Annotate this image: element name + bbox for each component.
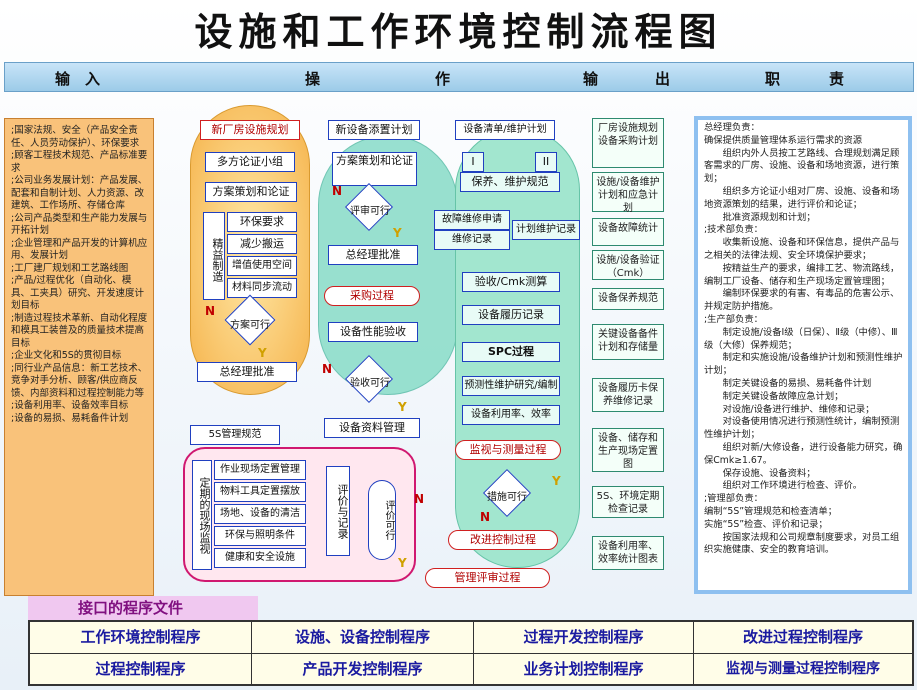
repair-record-box: 维修记录 bbox=[434, 230, 510, 250]
header-op-2: 作 bbox=[435, 70, 451, 88]
level-ii-box: II bbox=[535, 152, 557, 172]
header-duty-1: 职 bbox=[765, 70, 781, 88]
column-header-bar: 输 入 操 作 输 出 职 责 bbox=[4, 62, 914, 92]
output-doc-7: 设备履历卡保养维修记录 bbox=[592, 378, 664, 412]
review-feasible-label: 评审可行 bbox=[350, 206, 390, 217]
evaluation-feasible-decision: 评价可行 bbox=[368, 480, 396, 560]
lean-item-4: 材料同步流动 bbox=[227, 278, 297, 298]
5s-spec-box: 5S管理规范 bbox=[190, 425, 280, 445]
yes-label: Y bbox=[398, 556, 407, 570]
procedure-cell: 过程开发控制程序 bbox=[474, 622, 694, 654]
purchase-process-box: 采购过程 bbox=[324, 286, 420, 306]
output-doc-6: 关键设备备件计划和存储量 bbox=[592, 324, 664, 360]
procedure-cell: 业务计划控制程序 bbox=[474, 654, 694, 684]
lean-item-1: 环保要求 bbox=[227, 212, 297, 232]
no-label: N bbox=[332, 184, 343, 198]
procedure-cell: 过程控制程序 bbox=[30, 654, 252, 684]
output-doc-8: 设备、储存和生产现场定置图 bbox=[592, 428, 664, 472]
acceptance-feasible-label: 验收可行 bbox=[350, 378, 390, 389]
new-plant-planning-box: 新厂房设施规划 bbox=[200, 120, 300, 140]
no-label: N bbox=[322, 362, 333, 376]
equipment-list-plan-box: 设备清单/维护计划 bbox=[455, 120, 555, 140]
inputs-panel: ;国家法规、安全（产品安全责任、人员劳动保护）、环保要求 ;顾客工程技术规范、产… bbox=[4, 118, 154, 596]
procedure-cell: 工作环境控制程序 bbox=[30, 622, 252, 654]
no-label: N bbox=[414, 492, 425, 506]
header-out-1: 输 bbox=[583, 70, 599, 88]
equipment-records-box: 设备资料管理 bbox=[324, 418, 420, 438]
equipment-history-box: 设备履历记录 bbox=[462, 305, 560, 325]
5s-item-4: 环保与照明条件 bbox=[214, 526, 306, 546]
maintenance-spec-box: 保养、维护规范 bbox=[460, 172, 560, 192]
header-input: 输 入 bbox=[55, 70, 101, 88]
periodic-monitoring-box: 定期的现场监视 bbox=[192, 460, 212, 570]
measure-feasible-label: 措施可行 bbox=[487, 492, 527, 503]
plan-and-review-box: 方案策划和论证 bbox=[205, 182, 297, 202]
predictive-maintenance-box: 预测性维护研究/编制 bbox=[462, 376, 560, 396]
header-duty-2: 责 bbox=[829, 70, 845, 88]
responsibilities-panel: 总经理负责： 确保提供质量管理体系运行需求的资源 组织内外人员按工艺路线、合理规… bbox=[694, 116, 912, 594]
output-doc-3: 设备故障统计 bbox=[592, 218, 664, 246]
output-doc-10: 设备利用率、效率统计图表 bbox=[592, 536, 664, 570]
planned-maintenance-box: 计划维护记录 bbox=[512, 220, 580, 240]
new-equipment-plan-box: 新设备添置计划 bbox=[328, 120, 420, 140]
procedure-cell: 设施、设备控制程序 bbox=[252, 622, 474, 654]
header-op-1: 操 bbox=[305, 70, 321, 88]
improvement-process-box: 改进控制过程 bbox=[448, 530, 558, 550]
output-doc-1: 厂房设施规划设备采购计划 bbox=[592, 118, 664, 168]
no-label: N bbox=[205, 304, 216, 318]
evaluation-record-box: 评价与记录 bbox=[326, 466, 350, 556]
yes-label: Y bbox=[398, 400, 407, 414]
plan-feasible-label: 方案可行 bbox=[230, 320, 270, 331]
responsibilities-text: 总经理负责： 确保提供质量管理体系运行需求的资源 组织内外人员按工艺路线、合理规… bbox=[704, 122, 903, 556]
procedure-cell: 监视与测量过程控制程序 bbox=[726, 661, 880, 677]
procedure-cell: 产品开发控制程序 bbox=[252, 654, 474, 684]
page-title: 设施和工作环境控制流程图 bbox=[194, 10, 723, 54]
5s-item-2: 物料工具定置摆放 bbox=[214, 482, 306, 502]
gm-approval-box-2: 总经理批准 bbox=[328, 245, 418, 265]
no-label: N bbox=[480, 510, 491, 524]
output-doc-4: 设施/设备验证（Cmk） bbox=[592, 250, 664, 280]
level-i-box: I bbox=[462, 152, 484, 172]
output-doc-9: 5S、环境定期检查记录 bbox=[592, 486, 664, 518]
management-review-box: 管理评审过程 bbox=[425, 568, 550, 588]
spc-process-box: SPC过程 bbox=[462, 342, 560, 362]
lean-manufacturing-box: 精益制造 bbox=[203, 212, 225, 300]
procedures-table: 工作环境控制程序 设施、设备控制程序 过程开发控制程序 改进过程控制程序 过程控… bbox=[28, 620, 914, 686]
5s-item-3: 场地、设备的清洁 bbox=[214, 504, 306, 524]
5s-item-5: 健康和安全设施 bbox=[214, 548, 306, 568]
lean-item-3: 增值使用空间 bbox=[227, 256, 297, 276]
lean-item-2: 减少搬运 bbox=[227, 234, 297, 254]
equipment-plan-review-box: 方案策划和论证 bbox=[332, 152, 417, 186]
yes-label: Y bbox=[552, 474, 561, 488]
cmk-check-box: 验收/Cmk测算 bbox=[462, 272, 560, 292]
gm-approval-box-1: 总经理批准 bbox=[197, 362, 297, 382]
equipment-acceptance-box: 设备性能验收 bbox=[328, 322, 418, 342]
utilization-box: 设备利用率、效率 bbox=[462, 405, 560, 425]
yes-label: Y bbox=[258, 346, 267, 360]
interface-procedures-label: 接口的程序文件 bbox=[28, 596, 258, 620]
multi-party-team-box: 多方论证小组 bbox=[205, 152, 295, 172]
fault-request-box: 故障维修申请 bbox=[434, 210, 510, 230]
procedure-cell: 改进过程控制程序 bbox=[694, 622, 912, 654]
output-doc-5: 设备保养规范 bbox=[592, 288, 664, 310]
5s-item-1: 作业现场定置管理 bbox=[214, 460, 306, 480]
output-doc-2: 设施/设备维护计划和应急计划 bbox=[592, 172, 664, 214]
yes-label: Y bbox=[393, 226, 402, 240]
inputs-text: ;国家法规、安全（产品安全责任、人员劳动保护）、环保要求 ;顾客工程技术规范、产… bbox=[11, 125, 148, 424]
header-out-2: 出 bbox=[655, 70, 671, 88]
monitoring-process-box: 监视与测量过程 bbox=[455, 440, 561, 460]
